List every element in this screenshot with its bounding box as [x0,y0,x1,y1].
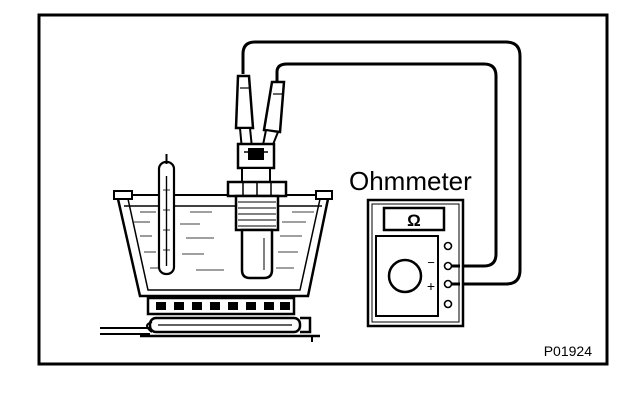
thermometer [157,154,176,276]
ohmmeter-label: Ohmmeter [349,166,472,196]
diagram-frame [37,13,609,366]
lead-wire-inner [275,62,498,268]
terminal-plus-label: + [427,278,435,294]
water-hatch [134,211,314,271]
jack-bottom [443,299,453,309]
jack-top [443,241,453,251]
water-container [113,190,333,298]
test-probe-left [234,74,255,152]
ohm-symbol: Ω [407,211,421,230]
ohmmeter: Ω − + [366,198,465,328]
ohmmeter-display [382,206,446,232]
terminal-minus-label: − [427,255,435,270]
heater-burner [100,296,320,342]
selector-dial [387,258,423,294]
figure-code: P01924 [544,343,592,359]
test-probe-right [260,80,286,154]
lead-wire-outer [241,40,522,286]
jack-minus [443,261,453,271]
jack-plus [443,279,453,289]
temperature-sensor [226,142,288,280]
